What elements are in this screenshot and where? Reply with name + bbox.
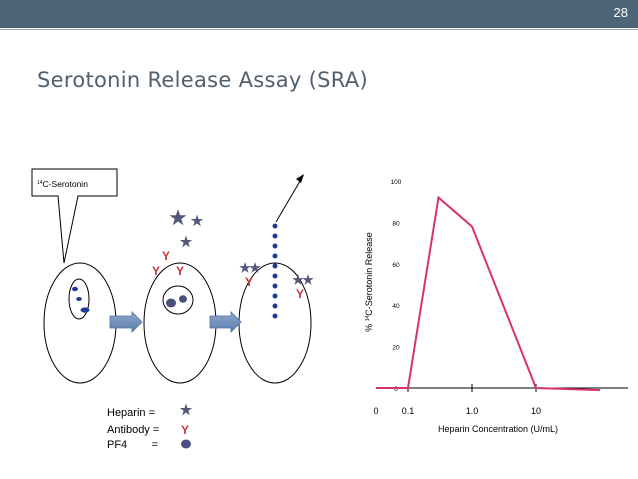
callout-label-sup: 14 (37, 180, 43, 186)
serotonin-dot (272, 223, 278, 229)
heparin-icon (239, 262, 251, 273)
serotonin-dot (272, 293, 278, 299)
y-tick-label: 40 (392, 303, 400, 310)
serotonin-dot (272, 253, 278, 259)
serotonin-dot (272, 243, 278, 249)
process-arrow-2 (209, 311, 242, 333)
heparin-icon (179, 235, 193, 248)
release-arrow (275, 175, 304, 223)
process-arrow-1 (109, 311, 143, 333)
x-tick-label: 10 (531, 406, 541, 416)
heparin-icon (190, 214, 204, 227)
heparin-icon (249, 262, 261, 273)
x-tick-label: 1.0 (466, 406, 479, 416)
header-divider (0, 29, 638, 30)
legend-heparin-icon (179, 403, 193, 416)
heparin-icon (302, 274, 314, 285)
serotonin-dot (272, 233, 278, 239)
slide-number: 28 (613, 5, 628, 20)
y-tick-label: 100 (391, 179, 402, 186)
serotonin-dot (272, 303, 278, 309)
pf4-molecule (179, 295, 187, 303)
y-tick-label: 20 (392, 345, 400, 352)
serotonin-dot (272, 263, 278, 269)
antibody-icon: Y (162, 249, 170, 263)
serotonin-dot (272, 283, 278, 289)
y-axis-label-pre: % (364, 321, 374, 332)
y-axis-label-main: C-Serotonin Release (364, 232, 374, 316)
y-axis-label-sup: 14 (365, 316, 371, 322)
header-bar (0, 0, 638, 28)
y-tick-label: 0 (394, 386, 398, 393)
heparin-icon (292, 274, 304, 285)
legend-pf4-label: PF4 = (107, 439, 158, 451)
y-tick-label: 60 (392, 262, 400, 269)
callout-label: 14C-Serotonin (37, 179, 88, 189)
antibody-icon: Y (176, 264, 184, 278)
legend-antibody-label: Antibody = (107, 424, 159, 436)
callout-bubble (31, 168, 118, 264)
serotonin-dot (72, 286, 78, 292)
legend-antibody-icon: Y (181, 423, 189, 437)
platelet-2 (143, 262, 217, 384)
chart: % 14C-Serotonin Release Heparin Concentr… (364, 179, 628, 434)
y-axis-label: % 14C-Serotonin Release (364, 232, 374, 332)
pf4-molecule (166, 298, 176, 308)
slide-title: Serotonin Release Assay (SRA) (37, 68, 368, 92)
legend-heparin-label: Heparin = (107, 407, 155, 419)
x-axis-label: Heparin Concentration (U/mL) (438, 424, 558, 434)
callout-label-main: C-Serotonin (43, 179, 89, 189)
legend-pf4-icon (181, 439, 191, 449)
serotonin-dot (272, 313, 278, 319)
antibody-icon: Y (152, 264, 160, 278)
serotonin-dot (80, 307, 90, 313)
y-tick-label: 80 (392, 220, 400, 227)
serotonin-dot (76, 297, 82, 301)
antibody-icon: Y (245, 275, 253, 289)
heparin-icon (169, 209, 187, 226)
series-line (376, 195, 601, 392)
release-arrow-head (296, 174, 304, 183)
serotonin-dot (272, 273, 278, 279)
x-tick-label: 0.1 (402, 406, 415, 416)
antibody-icon: Y (296, 287, 304, 301)
x-tick-label: 0 (373, 406, 378, 416)
